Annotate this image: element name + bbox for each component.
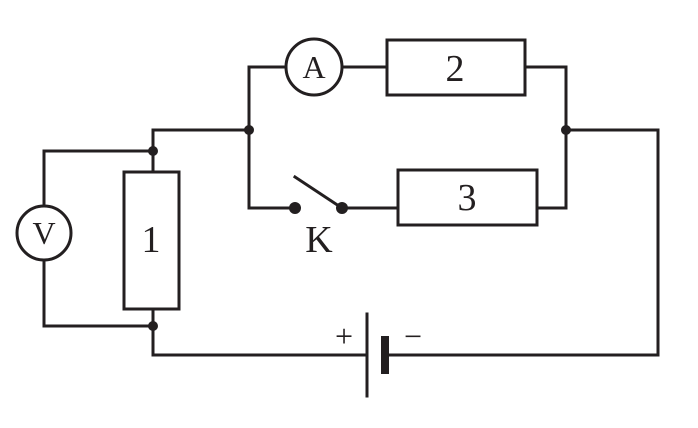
resistor-1-body — [122, 170, 181, 311]
resistor-3-label: 3 — [458, 177, 477, 219]
junction-branch-right — [561, 125, 571, 135]
resistor-3: 3 — [396, 168, 539, 227]
resistor-2-label: 2 — [446, 48, 465, 90]
junction-branch-left — [244, 125, 254, 135]
junctions — [148, 125, 571, 331]
resistor-2: 2 — [385, 38, 527, 97]
voltmeter-circle — [15, 204, 73, 262]
voltmeter-label: V — [32, 215, 55, 251]
voltmeter: V — [15, 204, 73, 262]
resistor-2-body — [385, 38, 527, 97]
wire-r2-right — [523, 65, 568, 132]
battery: + − — [335, 312, 422, 398]
battery-minus-sign: − — [404, 318, 422, 354]
wire-voltmeter-top — [42, 149, 155, 208]
junction-left-top — [148, 146, 158, 156]
switch-right-contact — [336, 202, 348, 214]
ammeter: A — [284, 37, 344, 97]
ammeter-circle — [284, 37, 344, 97]
switch-left-contact — [289, 202, 301, 214]
switch: K — [289, 202, 348, 261]
switch-arm — [292, 174, 345, 211]
resistor-3-body — [396, 168, 539, 227]
wire-r3-right — [535, 128, 568, 210]
battery-plus-sign: + — [335, 318, 353, 354]
wire-branch-left-bottom — [247, 128, 297, 210]
switch-label: K — [305, 219, 333, 261]
wire-battery-right — [383, 128, 660, 357]
wire-branch-left-top — [247, 65, 288, 132]
wire-voltmeter-bottom — [42, 258, 155, 328]
resistor-1: 1 — [122, 170, 181, 311]
junction-left-bottom — [148, 321, 158, 331]
ammeter-label: A — [302, 49, 325, 85]
resistor-1-label: 1 — [142, 219, 161, 261]
